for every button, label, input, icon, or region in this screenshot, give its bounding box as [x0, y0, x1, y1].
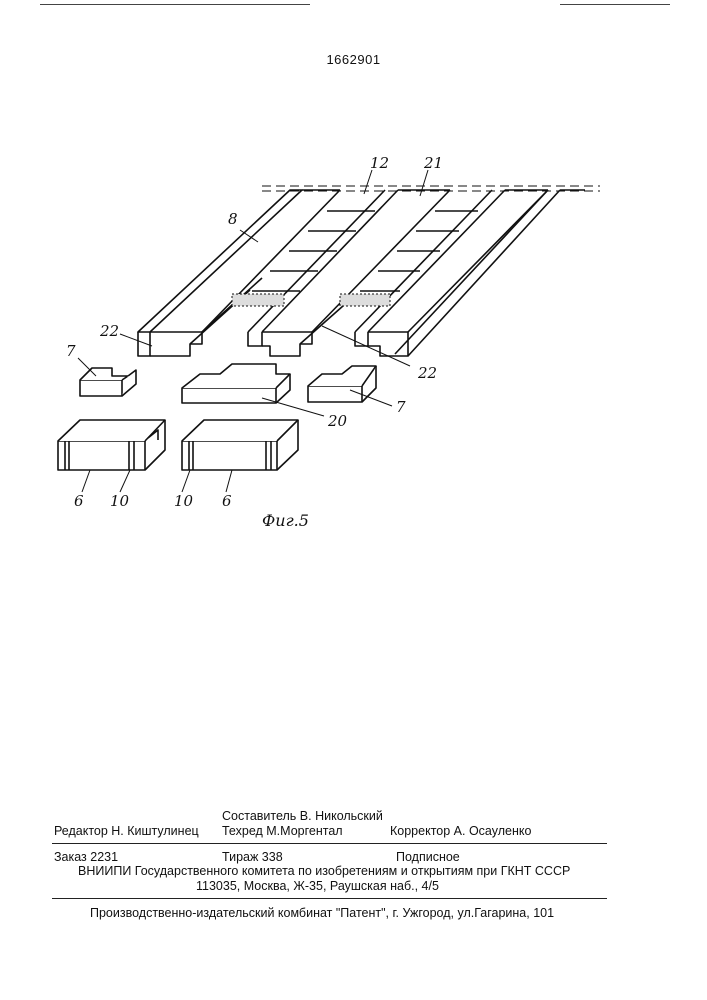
label-7-left: 7 [66, 342, 76, 360]
block-7-right [308, 366, 376, 402]
address-line: 113035, Москва, Ж-35, Раушская наб., 4/5 [196, 879, 439, 893]
leader-line-6a [82, 470, 90, 492]
block-20 [182, 364, 290, 403]
top-rule-right [560, 4, 670, 5]
block-7-left [80, 368, 136, 396]
techred-line: Техред М.Моргентал [222, 824, 343, 838]
leader-line-22a [120, 334, 152, 346]
housing-6-left [58, 420, 165, 470]
label-6-left: 6 [74, 492, 84, 510]
corrector-line: Корректор А. Осауленко [390, 824, 531, 838]
leader-line-21 [420, 170, 428, 196]
label-22-left: 22 [99, 322, 119, 340]
housing-6-right [182, 420, 298, 470]
leader-line-10a [120, 470, 130, 492]
label-6-right: 6 [222, 492, 232, 510]
label-8: 8 [228, 210, 238, 228]
publisher-line: Производственно-издательский комбинат "П… [90, 906, 554, 920]
rail-right [340, 190, 585, 356]
top-rule-left [40, 4, 310, 5]
circulation-line: Тираж 338 [222, 850, 283, 864]
leader-line-10b [182, 470, 190, 492]
label-10-left: 10 [110, 492, 130, 510]
label-22-right: 22 [417, 364, 437, 382]
page-number: 1662901 [0, 52, 707, 67]
leader-line-6b [226, 470, 232, 492]
figure-caption: Фиг.5 [262, 511, 309, 530]
editor-line: Редактор Н. Киштулинец [54, 824, 199, 838]
label-7-right: 7 [396, 398, 406, 416]
label-20: 20 [327, 412, 348, 430]
figure-5-drawing: 8 12 21 22 22 7 20 7 6 10 10 6 Фиг.5 [0, 140, 707, 540]
separator-rule [52, 898, 607, 899]
label-12: 12 [370, 154, 389, 172]
leader-line-12 [364, 170, 372, 194]
organization-line: ВНИИПИ Государственного комитета по изоб… [78, 864, 570, 878]
rail-left [138, 190, 340, 356]
solder-patch [232, 294, 284, 306]
subscription-line: Подписное [396, 850, 460, 864]
order-line: Заказ 2231 [54, 850, 118, 864]
solder-patch [340, 294, 390, 306]
label-21: 21 [423, 154, 443, 172]
label-10-right: 10 [174, 492, 194, 510]
separator-rule [52, 843, 607, 844]
compiler-line: Составитель В. Никольский [222, 809, 383, 823]
